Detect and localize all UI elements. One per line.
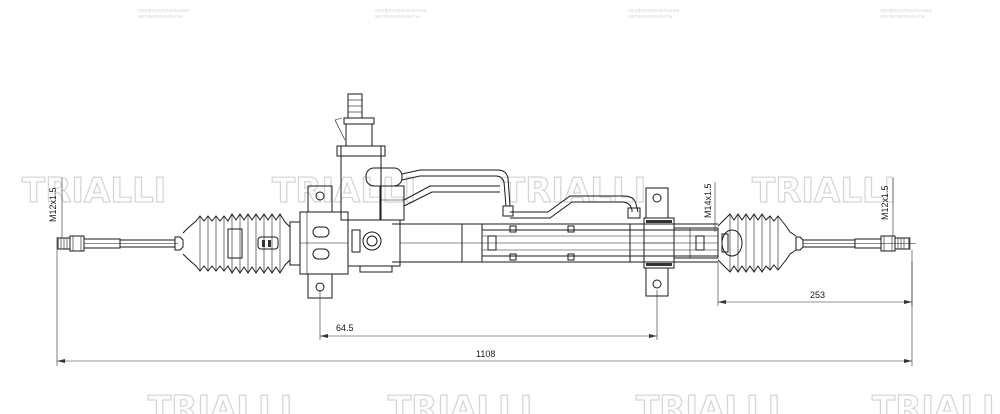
watermark-logo: TRIALLI [22,171,166,211]
watermark-logo: TRIALLI [502,171,646,211]
right-boot [717,213,797,273]
watermark-tagline: профессиональные [880,8,931,14]
watermark-logo: TRIALLI [272,171,416,211]
right-tie-rod [795,235,916,252]
hydraulic-lines [401,169,641,219]
thread-port-label: M14x1.5 [703,183,713,218]
watermark-logo: TRIALLI [752,171,896,211]
watermark-tagline: профессиональные [375,8,426,14]
overall-length-label: 1108 [476,349,495,359]
dimension-lines [56,178,913,366]
dimension-labels: 1108 64.5 253 M12x1.5 M12x1.5 M14x1.5 [48,183,890,359]
offset-left-label: 64.5 [336,323,354,333]
watermark-tagline: автокомпоненты [880,14,925,20]
watermark-tagline: автокомпоненты [138,14,183,20]
left-boot [182,213,291,274]
watermark-tagline: профессиональные [138,8,189,14]
watermark-tagline: автокомпоненты [628,14,673,20]
watermark-tagline: профессиональные [628,8,679,14]
thread-left-label: M12x1.5 [48,187,58,222]
power-cylinder [392,187,719,297]
thread-right-label: M12x1.5 [880,185,890,220]
watermark-logo: TRIALLI [872,389,1000,414]
left-tie-rod [56,235,184,252]
watermark-logo: TRIALLI [388,389,532,414]
watermark-logo: TRIALLI [636,389,780,414]
watermark-tagline: автокомпоненты [375,14,420,20]
offset-right-label: 253 [810,290,825,300]
watermark-layer: профессиональные автокомпоненты професси… [21,8,1000,414]
watermark-logo: TRIALLI [148,389,292,414]
